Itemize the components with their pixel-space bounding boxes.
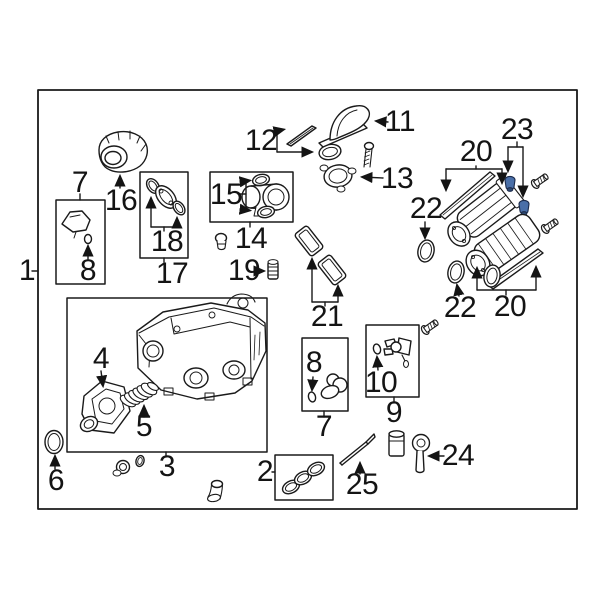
- callout-part-1: 1: [18, 254, 36, 287]
- callout-part-8-bottom: 8: [305, 346, 323, 379]
- callout-part-4: 4: [92, 342, 110, 375]
- callout-part-25: 25: [345, 468, 379, 501]
- callout-part-18: 18: [150, 225, 184, 258]
- callout-part-13: 13: [380, 162, 414, 195]
- callout-part-23: 23: [500, 113, 534, 146]
- group-20-lower: [465, 213, 544, 296]
- callout-part-14: 14: [234, 222, 268, 255]
- group-17: [139, 171, 189, 263]
- part-16-cap: [98, 130, 149, 189]
- group-7-bottom: [301, 337, 349, 418]
- callout-part-12: 12: [244, 124, 278, 157]
- callout-part-8-top: 8: [79, 254, 97, 287]
- group-21: [294, 225, 347, 307]
- group-23-plugs: [502, 141, 530, 216]
- callout-part-21: 21: [310, 300, 344, 333]
- plug-23-a: [504, 175, 516, 192]
- callout-part-9: 9: [385, 396, 403, 429]
- part-6-seal: [44, 429, 64, 470]
- part-25-applicator: [339, 433, 376, 475]
- callout-part-20-upper: 20: [459, 135, 493, 168]
- group-7-top: [55, 193, 106, 285]
- callout-part-16: 16: [104, 184, 138, 217]
- plug-23-b: [518, 199, 530, 216]
- callout-part-15: 15: [209, 178, 243, 211]
- group-9: [365, 324, 420, 404]
- assembly-border: [31, 89, 578, 510]
- callout-part-19: 19: [227, 254, 261, 287]
- callout-part-6: 6: [47, 464, 65, 497]
- group-3-supercharger: [66, 293, 268, 458]
- callout-part-20-lower: 20: [493, 290, 527, 323]
- callout-part-17: 17: [155, 257, 189, 290]
- part-19-fitting: [253, 259, 279, 280]
- screw-14-area: [214, 232, 228, 251]
- sealant-cylinder: [388, 430, 405, 457]
- callout-part-5: 5: [135, 410, 153, 443]
- callout-part-11: 11: [384, 105, 416, 138]
- misc-small-parts: [112, 454, 224, 503]
- group-15: [209, 171, 294, 228]
- callout-part-7-top: 7: [71, 166, 89, 199]
- callout-part-7-bottom: 7: [315, 410, 333, 443]
- callout-part-22-upper: 22: [409, 192, 443, 225]
- part-11-duct: [318, 104, 389, 148]
- group-2-gaskets: [271, 454, 334, 501]
- part-22-oring-upper: [417, 221, 435, 263]
- callout-part-10: 10: [364, 366, 398, 399]
- part-22-oring-lower: [447, 260, 465, 297]
- group-13: [319, 141, 384, 193]
- callout-part-2: 2: [256, 455, 274, 488]
- callout-part-22-lower: 22: [443, 291, 477, 324]
- part-24-tool: [411, 433, 445, 474]
- callout-part-24: 24: [441, 439, 475, 472]
- callout-part-3: 3: [158, 450, 176, 483]
